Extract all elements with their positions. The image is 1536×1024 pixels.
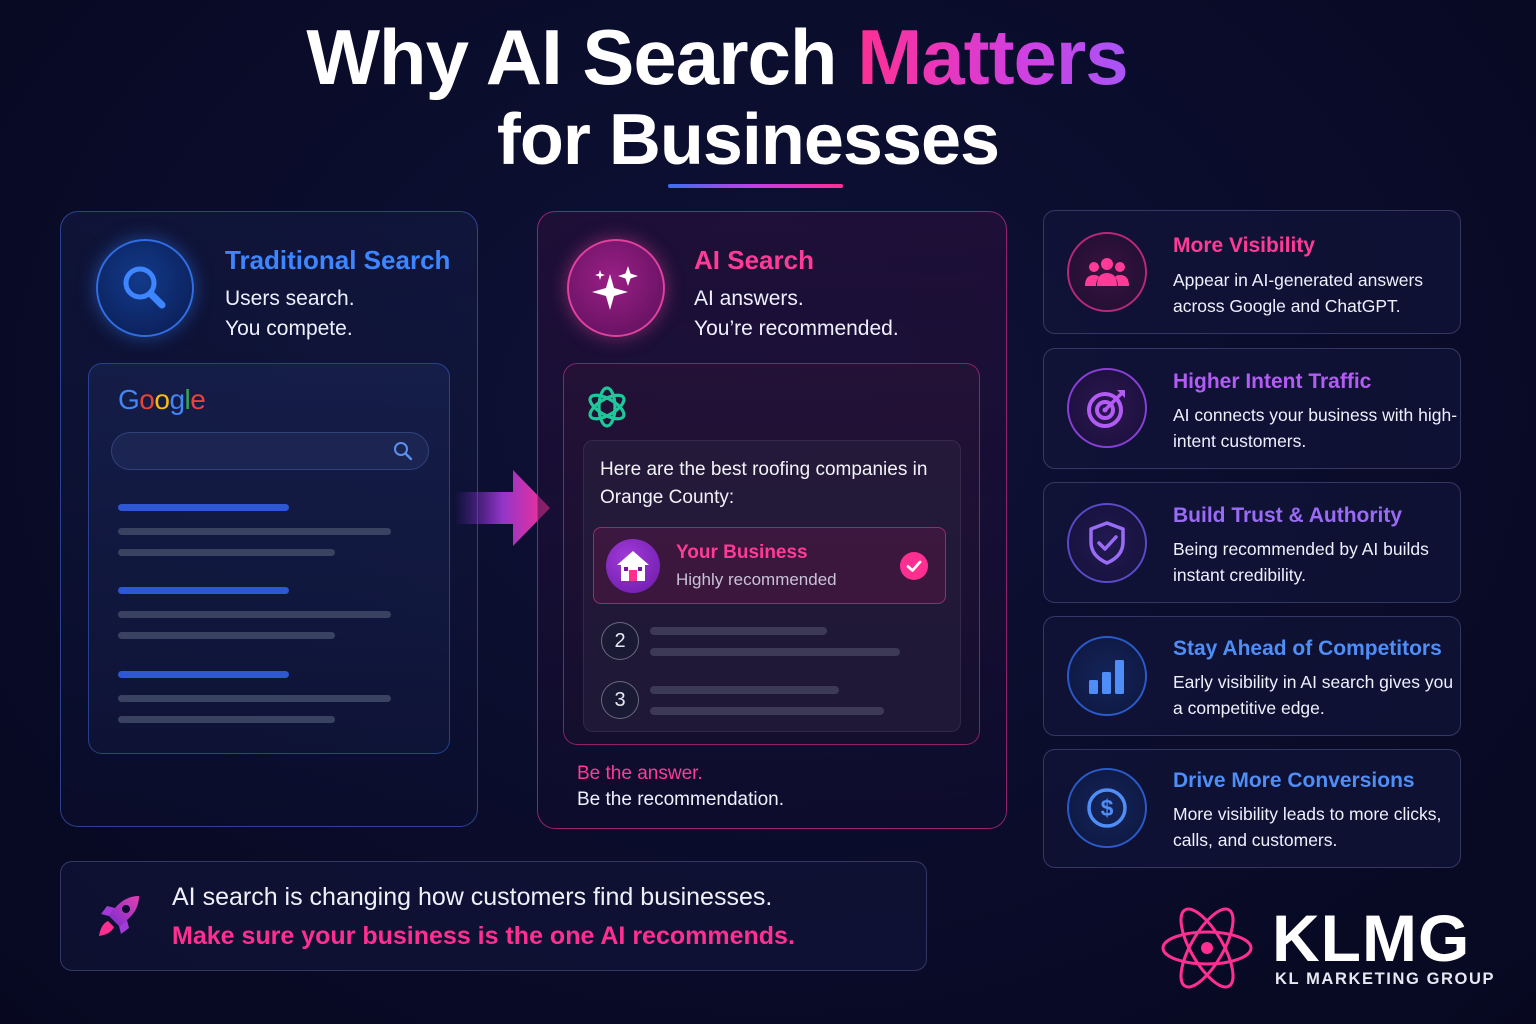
banner-highlight-text: Make sure your business is the one AI re… bbox=[172, 922, 795, 950]
shield-check-icon bbox=[1067, 503, 1147, 583]
result-text-placeholder bbox=[118, 549, 335, 556]
tagline-line-2: Be the recommendation. bbox=[577, 789, 785, 810]
result-text-placeholder bbox=[118, 695, 391, 702]
result-line-placeholder bbox=[650, 627, 827, 635]
house-icon bbox=[606, 539, 660, 593]
traditional-search-title: Traditional Search bbox=[225, 245, 451, 275]
svg-text:$: $ bbox=[1101, 795, 1114, 821]
ai-search-title: AI Search bbox=[694, 245, 814, 275]
rank-badge: 3 bbox=[601, 681, 639, 719]
result-text-placeholder bbox=[118, 716, 335, 723]
chat-answer-text: Here are the best roofing companies in O… bbox=[600, 459, 928, 508]
benefit-title: More Visibility bbox=[1173, 234, 1315, 257]
ai-search-desc: AI answers. You’re recommended. bbox=[694, 287, 899, 340]
benefit-title: Build Trust & Authority bbox=[1173, 504, 1403, 527]
cta-banner bbox=[60, 861, 927, 971]
benefit-desc: AI connects your business with high-inte… bbox=[1173, 405, 1458, 451]
result-text-placeholder bbox=[118, 632, 335, 639]
bar-chart-icon bbox=[1067, 636, 1147, 716]
banner-text: AI search is changing how customers find… bbox=[172, 883, 773, 911]
dollar-icon: $ bbox=[1067, 768, 1147, 848]
people-icon bbox=[1067, 232, 1147, 312]
tagline-line-1: Be the answer. bbox=[577, 763, 703, 784]
benefit-desc: More visibility leads to more clicks, ca… bbox=[1173, 804, 1442, 850]
benefit-desc: Being recommended by AI builds instant c… bbox=[1173, 539, 1429, 585]
benefit-title: Higher Intent Traffic bbox=[1173, 370, 1372, 393]
title-accent-word: Matters bbox=[857, 13, 1128, 101]
openai-logo-icon bbox=[582, 382, 632, 432]
result-title-placeholder bbox=[118, 587, 289, 594]
benefit-desc: Early visibility in AI search gives you … bbox=[1173, 672, 1454, 718]
search-icon bbox=[96, 239, 194, 337]
search-icon[interactable] bbox=[392, 440, 414, 462]
result-line-placeholder bbox=[650, 648, 900, 656]
benefit-title: Drive More Conversions bbox=[1173, 769, 1415, 792]
rank-badge: 2 bbox=[601, 622, 639, 660]
traditional-search-desc: Users search. You compete. bbox=[225, 287, 355, 340]
check-icon bbox=[900, 552, 928, 580]
page-title: Why AI Search Matters for Businesses bbox=[0, 18, 1536, 176]
arrow-right-icon bbox=[455, 468, 555, 548]
benefit-desc: Appear in AI-generated answers across Go… bbox=[1173, 270, 1424, 316]
google-logo: Google bbox=[118, 384, 206, 415]
sparkles-icon bbox=[567, 239, 665, 337]
title-underline bbox=[668, 184, 843, 188]
recommended-business-sub: Highly recommended bbox=[676, 570, 837, 589]
recommended-business-name: Your Business bbox=[676, 542, 808, 563]
result-title-placeholder bbox=[118, 504, 289, 511]
result-line-placeholder bbox=[650, 707, 884, 715]
result-text-placeholder bbox=[118, 611, 391, 618]
title-line-1: Why AI Search Matters bbox=[306, 13, 1128, 101]
title-line-2: for Businesses bbox=[496, 100, 1000, 180]
brand-subtitle: KL MARKETING GROUP bbox=[1275, 970, 1496, 988]
result-text-placeholder bbox=[118, 528, 391, 535]
google-search-bar[interactable] bbox=[111, 432, 429, 470]
target-icon bbox=[1067, 368, 1147, 448]
brand-name: KLMG bbox=[1272, 901, 1471, 975]
rocket-icon bbox=[95, 892, 143, 940]
atom-icon bbox=[1160, 899, 1254, 997]
benefit-title: Stay Ahead of Competitors bbox=[1173, 637, 1442, 660]
result-line-placeholder bbox=[650, 686, 839, 694]
result-title-placeholder bbox=[118, 671, 289, 678]
google-results-mockup bbox=[88, 363, 450, 754]
